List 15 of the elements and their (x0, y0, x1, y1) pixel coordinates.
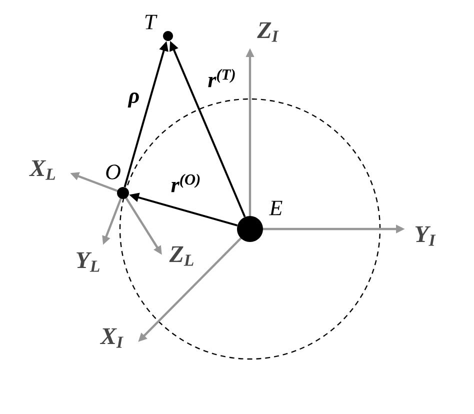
point-label: T (145, 14, 158, 30)
vector-label: ρ (127, 92, 141, 108)
vector-label: r$^{(O)}$ (170, 172, 202, 194)
point-label: E (269, 200, 282, 216)
axis-label: Z$_{L}$ (169, 246, 194, 266)
point (163, 31, 173, 41)
axis-label: Y$_{I}$ (415, 226, 436, 246)
axis-label: Z$_{I}$ (257, 22, 279, 42)
vector-label: r$^{(T)}$ (206, 68, 238, 88)
axis-label: X$_{I}$ (100, 328, 124, 348)
axis-label: X$_{L}$ (29, 160, 56, 180)
point-label: O (106, 164, 120, 180)
point (117, 187, 129, 199)
axis-label: Y$_{L}$ (76, 252, 100, 272)
point (237, 216, 263, 242)
